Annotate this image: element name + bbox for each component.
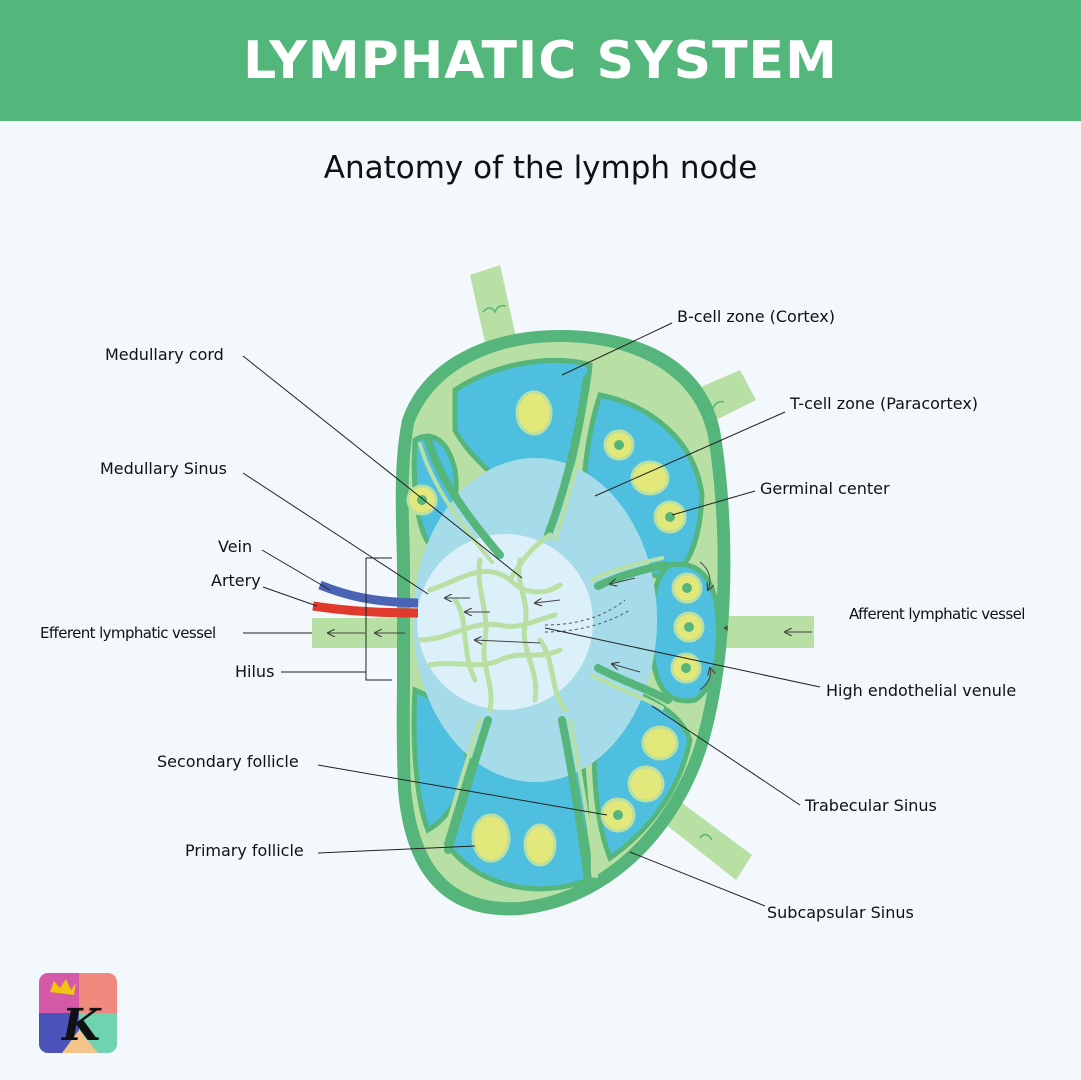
lymph-flow-arrows (445, 561, 731, 691)
high-endothelial-venules (544, 599, 631, 633)
primary-follicle-2 (630, 460, 670, 496)
label-b-cell-zone: B-cell zone (Cortex) (677, 307, 835, 326)
medullary-cords (417, 532, 568, 713)
crown-icon (50, 979, 76, 995)
label-secondary-follicle: Secondary follicle (157, 752, 299, 771)
label-vein: Vein (218, 537, 252, 556)
primary-follicle-1 (515, 390, 553, 436)
title-banner: LYMPHATIC SYSTEM (0, 0, 1081, 121)
artery (312, 601, 419, 618)
afferent-vessel-lower-right (660, 800, 752, 880)
medulla (417, 534, 593, 710)
brand-logo: K (39, 973, 117, 1053)
label-germinal-center: Germinal center (760, 479, 890, 498)
trabeculae (424, 374, 672, 884)
label-efferent-vessel: Efferent lymphatic vessel (40, 624, 216, 642)
primary-follicle-6 (523, 823, 557, 867)
label-primary-follicle: Primary follicle (185, 841, 304, 860)
label-trabecular-sinus: Trabecular Sinus (804, 796, 937, 815)
logo-letter: K (60, 1000, 102, 1051)
hilus-bracket (365, 557, 392, 681)
vein (318, 580, 419, 608)
page-title: LYMPHATIC SYSTEM (243, 30, 838, 91)
label-subcapsular-sinus: Subcapsular Sinus (767, 903, 914, 922)
label-afferent-vessel: Afferent lymphatic vessel (849, 605, 1025, 623)
label-hilus: Hilus (235, 662, 274, 681)
label-medullary-sinus: Medullary Sinus (100, 459, 227, 478)
germinal-centers (417, 440, 694, 820)
label-t-cell-zone: T-cell zone (Paracortex) (789, 394, 978, 413)
primary-follicle-3 (641, 725, 679, 761)
leader-lines (242, 322, 821, 907)
label-medullary-cord: Medullary cord (105, 345, 224, 364)
follicles (406, 390, 705, 867)
diagram-subtitle: Anatomy of the lymph node (323, 150, 758, 186)
label-artery: Artery (211, 571, 261, 590)
label-high-endothelial-venule: High endothelial venule (826, 681, 1016, 700)
primary-follicle-4 (627, 765, 665, 803)
primary-follicle-5 (471, 813, 511, 863)
